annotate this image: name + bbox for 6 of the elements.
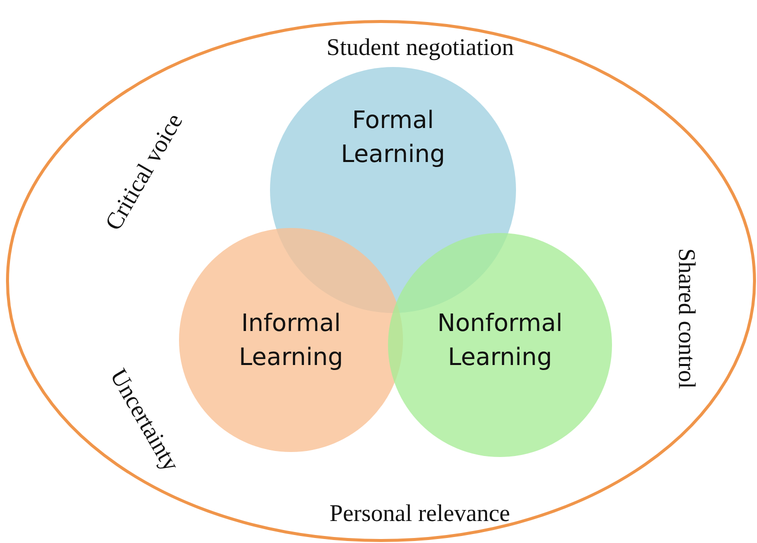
circle-label: Nonformal Learning bbox=[436, 308, 564, 373]
theme-label: Student negotiation bbox=[326, 34, 514, 62]
theme-label: Shared control bbox=[671, 248, 698, 388]
circle-label: Formal Learning bbox=[340, 105, 446, 170]
circle-label: Informal Learning bbox=[238, 308, 344, 373]
theme-label: Personal relevance bbox=[330, 500, 510, 528]
